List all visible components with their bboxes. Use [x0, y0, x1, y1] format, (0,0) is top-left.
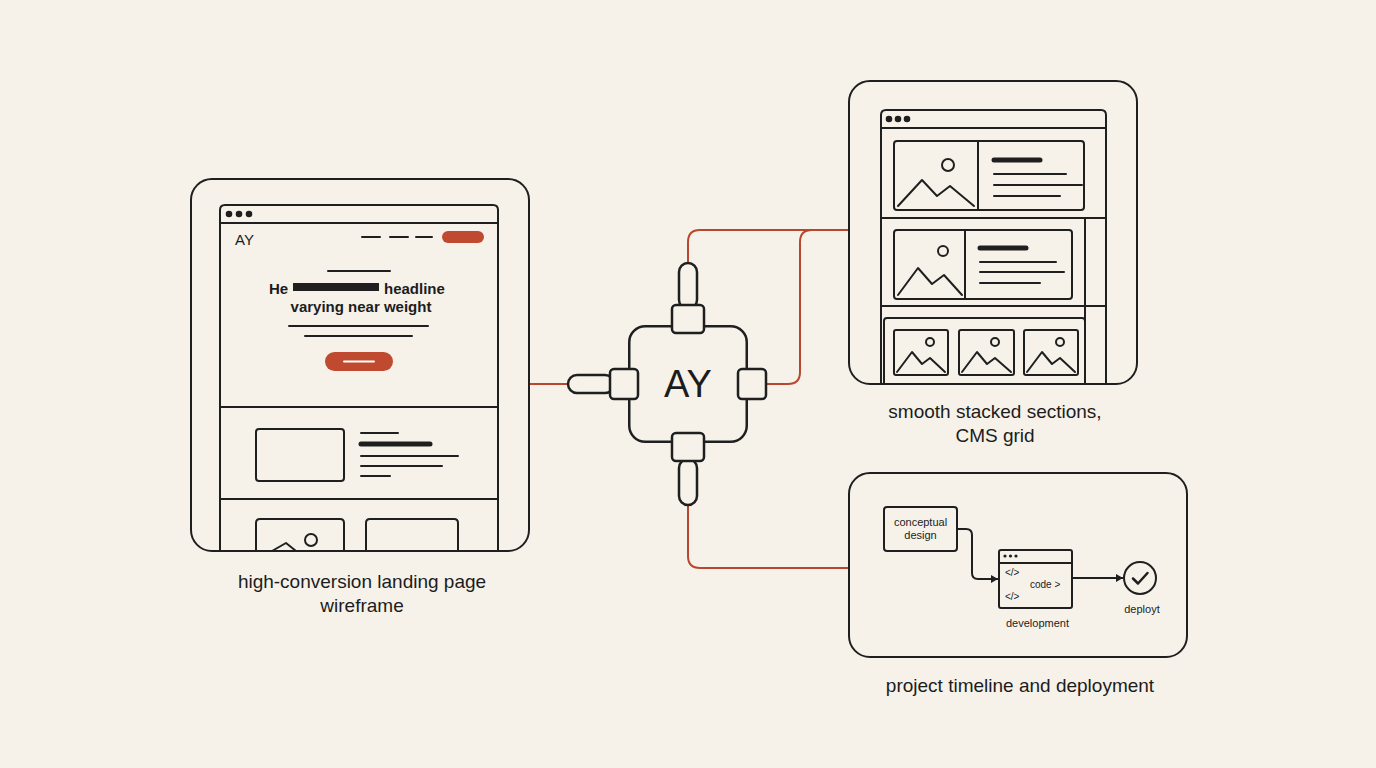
code-text: code > — [1030, 579, 1060, 591]
landing-panel: AYHeheadlinevarying near weighthigh-conv… — [190, 178, 530, 552]
timeline-panel: project timeline and deploymentconceptua… — [848, 472, 1188, 658]
process-box: conceptual design — [883, 506, 958, 552]
connector-line — [1073, 577, 1123, 579]
connector — [688, 443, 848, 568]
arrow-head — [991, 575, 998, 583]
connector — [748, 230, 848, 384]
panel-caption: smooth stacked sections, CMS grid — [870, 400, 1120, 448]
cms-wireframe — [881, 110, 1106, 384]
connector — [1073, 574, 1123, 582]
headline-text: headline — [384, 280, 445, 298]
connector — [958, 529, 998, 583]
connector-line — [688, 230, 848, 325]
panel-caption: high-conversion landing page wireframe — [232, 570, 492, 618]
deploy-circle: deployt — [1123, 561, 1157, 595]
connector-line — [958, 529, 998, 579]
logo-text: AY — [235, 231, 254, 249]
step-label: conceptual design — [889, 516, 952, 542]
step-label: development — [985, 617, 1090, 630]
cms-panel: smooth stacked sections, CMS grid — [848, 80, 1138, 385]
connector-line — [688, 443, 848, 568]
hub-box: AY — [628, 325, 748, 443]
panel-caption: project timeline and deployment — [840, 674, 1200, 698]
code-window: </>code ></>development — [998, 549, 1073, 609]
subheadline-text: varying near weight — [241, 298, 481, 316]
landing-wireframe — [220, 205, 498, 551]
connector-line — [748, 230, 848, 384]
check-mark — [1123, 561, 1157, 595]
step-label: deployt — [1105, 603, 1179, 616]
code-text: </> — [1005, 591, 1019, 603]
hub-logo: AY — [628, 363, 748, 405]
headline-text: He — [269, 280, 288, 298]
code-text: </> — [1005, 567, 1019, 579]
arrow-head — [1116, 574, 1123, 582]
connector — [688, 230, 848, 325]
